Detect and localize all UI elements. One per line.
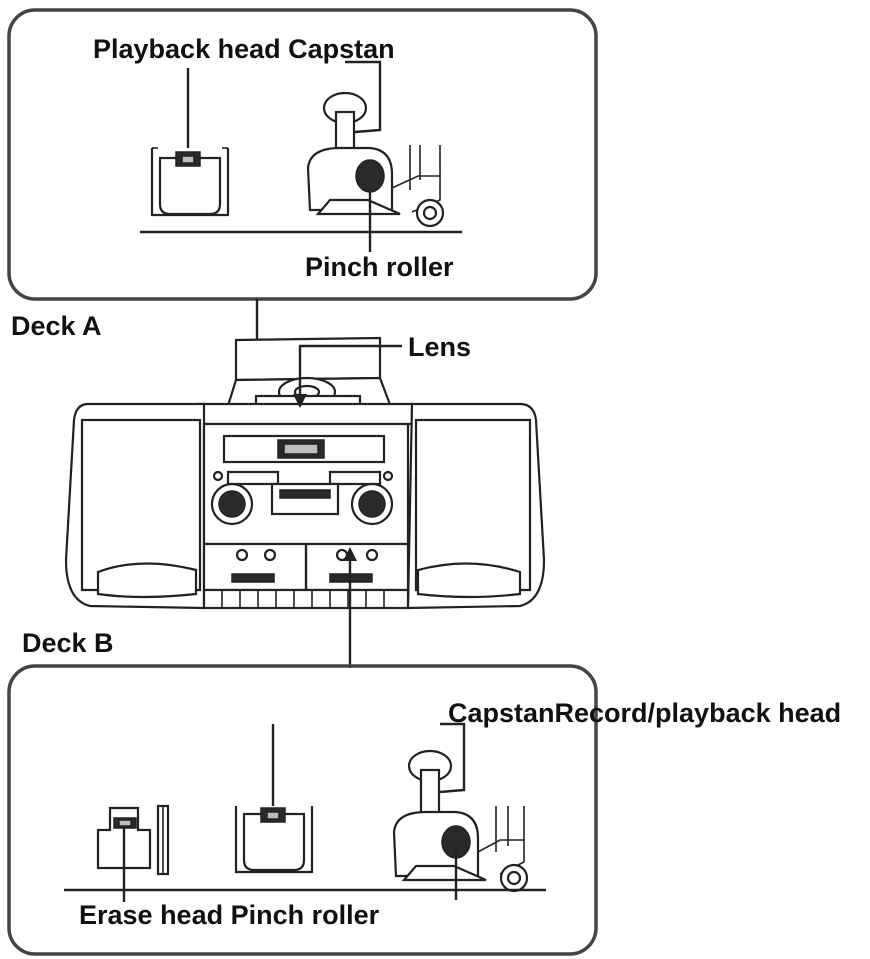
label-capstan-record-playback-head: CapstanRecord/playback head [448, 698, 841, 728]
deck-b-record-playback-head [234, 724, 314, 874]
deck-b-capstan-assembly [392, 722, 529, 893]
deck-a-callout-box [7, 8, 598, 301]
deck-b-callout-box [7, 664, 598, 956]
label-erase-head-pinch-roller: Erase head Pinch roller [79, 900, 380, 930]
lens-leader-line [298, 344, 402, 404]
label-deck-b: Deck B [22, 628, 114, 658]
label-deck-a: Deck A [11, 311, 102, 341]
label-lens: Lens [408, 332, 471, 362]
lens-arrow-head [293, 394, 307, 408]
deck-a-capstan-assembly [306, 60, 445, 228]
boombox-unit [64, 336, 546, 610]
deck-a-playback-head [150, 68, 230, 217]
deck-b-arrow-head [343, 547, 357, 561]
deck-b-erase-head [96, 804, 170, 876]
label-playback-head-capstan: Playback head Capstan [93, 34, 395, 64]
label-pinch-roller-top: Pinch roller [305, 252, 454, 282]
